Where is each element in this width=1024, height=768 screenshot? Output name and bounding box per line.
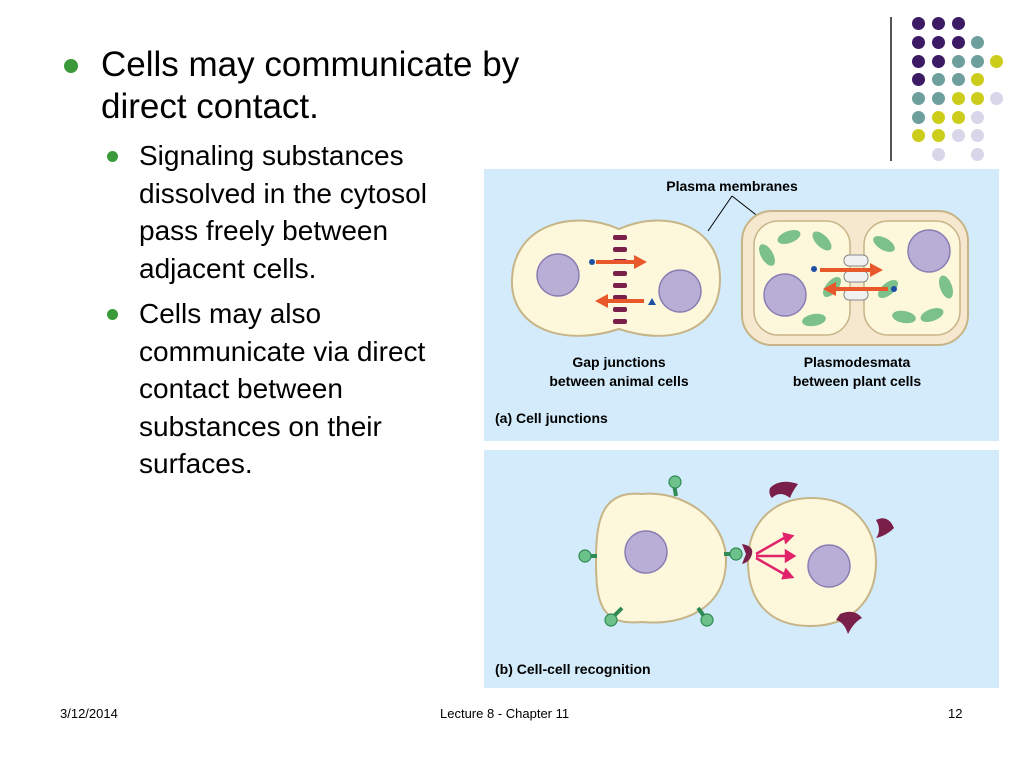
plasmodesmata-caption-1: Plasmodesmata bbox=[804, 354, 911, 370]
nucleus bbox=[907, 229, 951, 273]
signal-arrows bbox=[755, 532, 797, 580]
receptor-group bbox=[742, 481, 894, 634]
plasma-membranes-label: Plasma membranes bbox=[666, 178, 798, 194]
bullet-sub-1: Signaling substances dissolved in the cy… bbox=[139, 140, 427, 284]
nucleus bbox=[807, 544, 851, 588]
panel-a-caption: (a) Cell junctions bbox=[495, 410, 608, 426]
bullet-dot bbox=[64, 59, 78, 73]
nucleus bbox=[658, 269, 702, 313]
nucleus bbox=[624, 530, 668, 574]
plant-cells-plasmodesmata bbox=[741, 210, 969, 346]
pointer-line bbox=[707, 195, 733, 232]
footer-page-number: 12 bbox=[948, 706, 963, 721]
gap-junctions-caption-1: Gap junctions bbox=[572, 354, 666, 370]
footer-date: 3/12/2014 bbox=[60, 706, 118, 721]
panel-b-caption: (b) Cell-cell recognition bbox=[495, 661, 651, 677]
decorative-divider bbox=[890, 17, 892, 161]
plasmodesmata-caption-2: between plant cells bbox=[793, 373, 922, 389]
animal-cells-gap-junction bbox=[510, 219, 722, 337]
bullet-dot bbox=[107, 309, 118, 320]
bullet-sub-2: Cells may also communicate via direct co… bbox=[139, 298, 426, 479]
footer-title: Lecture 8 - Chapter 11 bbox=[440, 706, 570, 721]
gap-junctions-caption-2: between animal cells bbox=[549, 373, 688, 389]
cell-recognition-figure: (b) Cell-cell recognition bbox=[495, 475, 894, 677]
surface-marker-group bbox=[578, 475, 743, 627]
nucleus bbox=[536, 253, 580, 297]
bullet-dot bbox=[107, 151, 118, 162]
bullet-main: Cells may communicate by direct contact. bbox=[101, 45, 520, 126]
cell-junctions-figure: Plasma membranes bbox=[495, 178, 969, 426]
nucleus bbox=[763, 273, 807, 317]
figure-panel-a: Plasma membranes bbox=[484, 169, 999, 441]
figure-panel-b: (b) Cell-cell recognition bbox=[484, 450, 999, 688]
